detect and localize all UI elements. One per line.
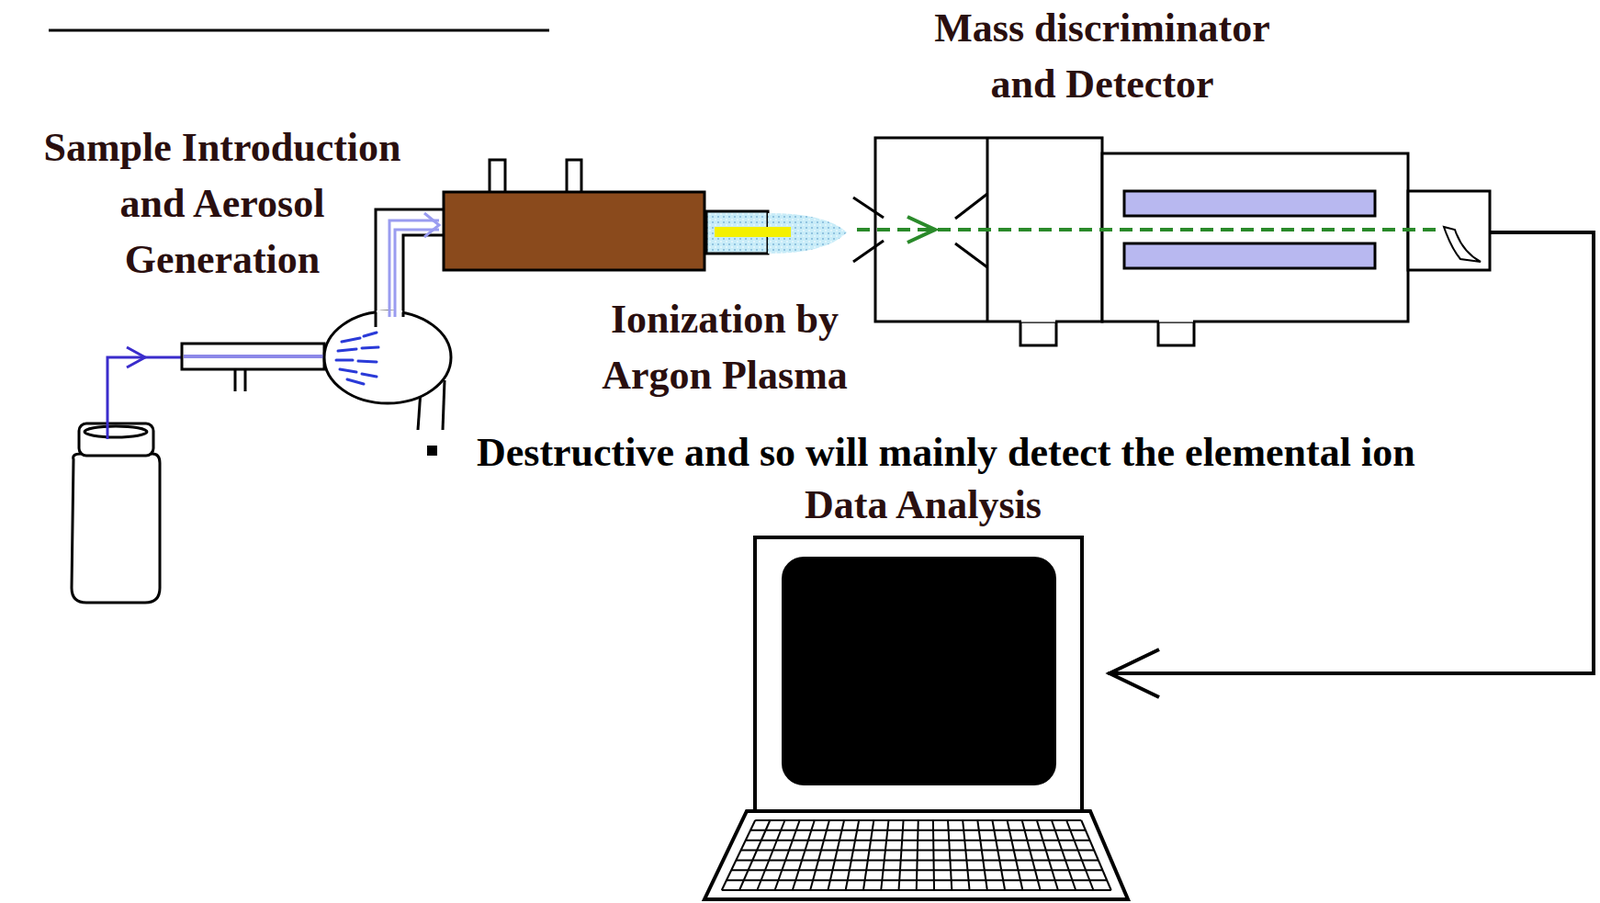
keyboard-line: [916, 820, 919, 891]
plasma-torch: [443, 159, 768, 271]
section-label: Data Analysis: [739, 476, 1107, 533]
top-rule: [48, 29, 550, 33]
ion-beam: [856, 216, 1440, 243]
keyboard: [721, 820, 1112, 891]
keyboard-line: [1007, 820, 1024, 891]
mass-spectrometer: [875, 137, 1490, 346]
section-label: Sample Introduction and Aerosol Generati…: [29, 119, 416, 288]
aerosol-flow-arrow: [389, 213, 440, 317]
detector-element: [1443, 226, 1481, 262]
keyboard-line: [962, 820, 970, 891]
keyboard-line: [721, 820, 755, 891]
spray-chamber: [324, 209, 451, 430]
keyboard-line: [792, 820, 815, 891]
keyboard-line: [845, 820, 860, 891]
keyboard-line: [880, 820, 889, 891]
bullet-mark: [427, 445, 438, 456]
keyboard-line: [933, 820, 935, 891]
keyboard-line: [827, 820, 845, 891]
section-label: Ionization by Argon Plasma: [577, 291, 872, 404]
bullet-note: Destructive and so will mainly detect th…: [476, 424, 1416, 481]
argon-plasma: [714, 213, 847, 254]
keyboard-line: [1051, 820, 1076, 891]
keyboard-line: [898, 820, 903, 891]
keyboard-line: [1081, 820, 1111, 891]
uptake-tube: [107, 347, 184, 440]
computer: [704, 537, 1128, 900]
nebulizer: [181, 343, 325, 392]
sample-bottle: [71, 423, 160, 603]
keyboard-line: [863, 820, 874, 891]
keyboard-line: [1066, 820, 1093, 891]
keyboard-line: [947, 820, 952, 891]
keyboard-line: [977, 820, 988, 891]
aerosol-spray: [336, 332, 379, 384]
section-label: Mass discriminator and Detector: [909, 0, 1296, 113]
keyboard-line: [756, 820, 785, 891]
keyboard-line: [739, 820, 770, 891]
keyboard-line: [1022, 820, 1041, 891]
keyboard-line: [810, 820, 830, 891]
keyboard-line: [991, 820, 1005, 891]
